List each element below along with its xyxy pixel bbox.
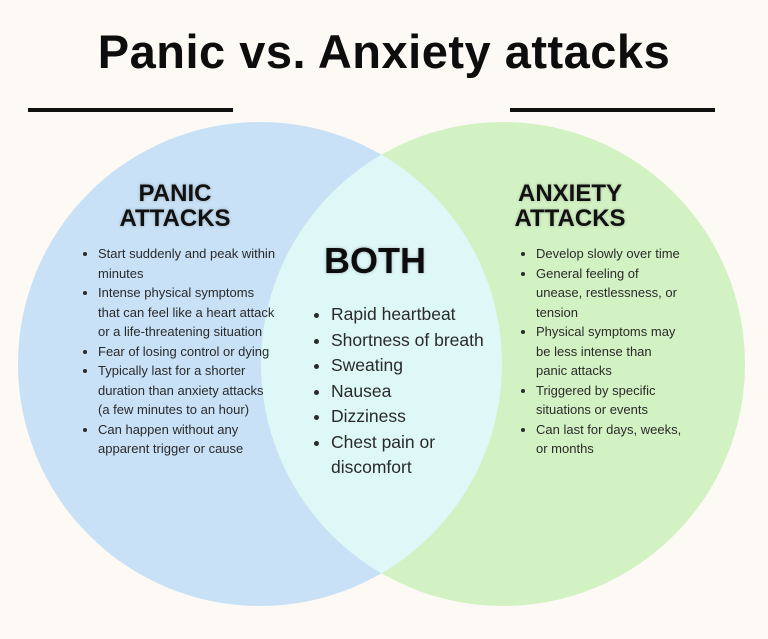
list-item: Intense physical symptoms that can feel …: [98, 283, 278, 342]
list-item: Chest pain or discomfort: [331, 430, 491, 481]
list-item: Can last for days, weeks, or months: [536, 420, 686, 459]
panic-heading-line1: PANIC: [138, 180, 212, 207]
list-item: Develop slowly over time: [536, 244, 686, 264]
both-heading: BOTH: [324, 240, 426, 281]
list-item: Typically last for a shorter duration th…: [98, 361, 278, 420]
both-overlap: [261, 122, 502, 606]
panic-heading-line2: ATTACKS: [119, 205, 231, 232]
right-divider: [510, 108, 715, 112]
list-item: Sweating: [331, 353, 491, 379]
page-title: Panic vs. Anxiety attacks: [97, 25, 671, 78]
list-item: Physical symptoms may be less intense th…: [536, 322, 686, 381]
list-item: Triggered by specific situations or even…: [536, 381, 686, 420]
list-item: Nausea: [331, 379, 491, 405]
anxiety-heading: ANXIETY ATTACKS: [495, 181, 645, 231]
list-item: Dizziness: [331, 404, 491, 430]
list-item: Start suddenly and peak within minutes: [98, 244, 278, 283]
left-divider: [28, 108, 233, 112]
panic-list: Start suddenly and peak within minutes I…: [80, 244, 278, 459]
list-item: Can happen without any apparent trigger …: [98, 420, 278, 459]
anxiety-heading-line2: ATTACKS: [514, 205, 626, 232]
anxiety-heading-line1: ANXIETY: [517, 180, 622, 207]
list-item: Rapid heartbeat: [331, 302, 491, 328]
both-list: Rapid heartbeat Shortness of breath Swea…: [313, 302, 491, 481]
anxiety-list: Develop slowly over time General feeling…: [518, 244, 686, 459]
list-item: Fear of losing control or dying: [98, 342, 278, 362]
panic-heading: PANIC ATTACKS: [90, 181, 260, 231]
list-item: General feeling of unease, restlessness,…: [536, 264, 686, 323]
list-item: Shortness of breath: [331, 328, 491, 354]
